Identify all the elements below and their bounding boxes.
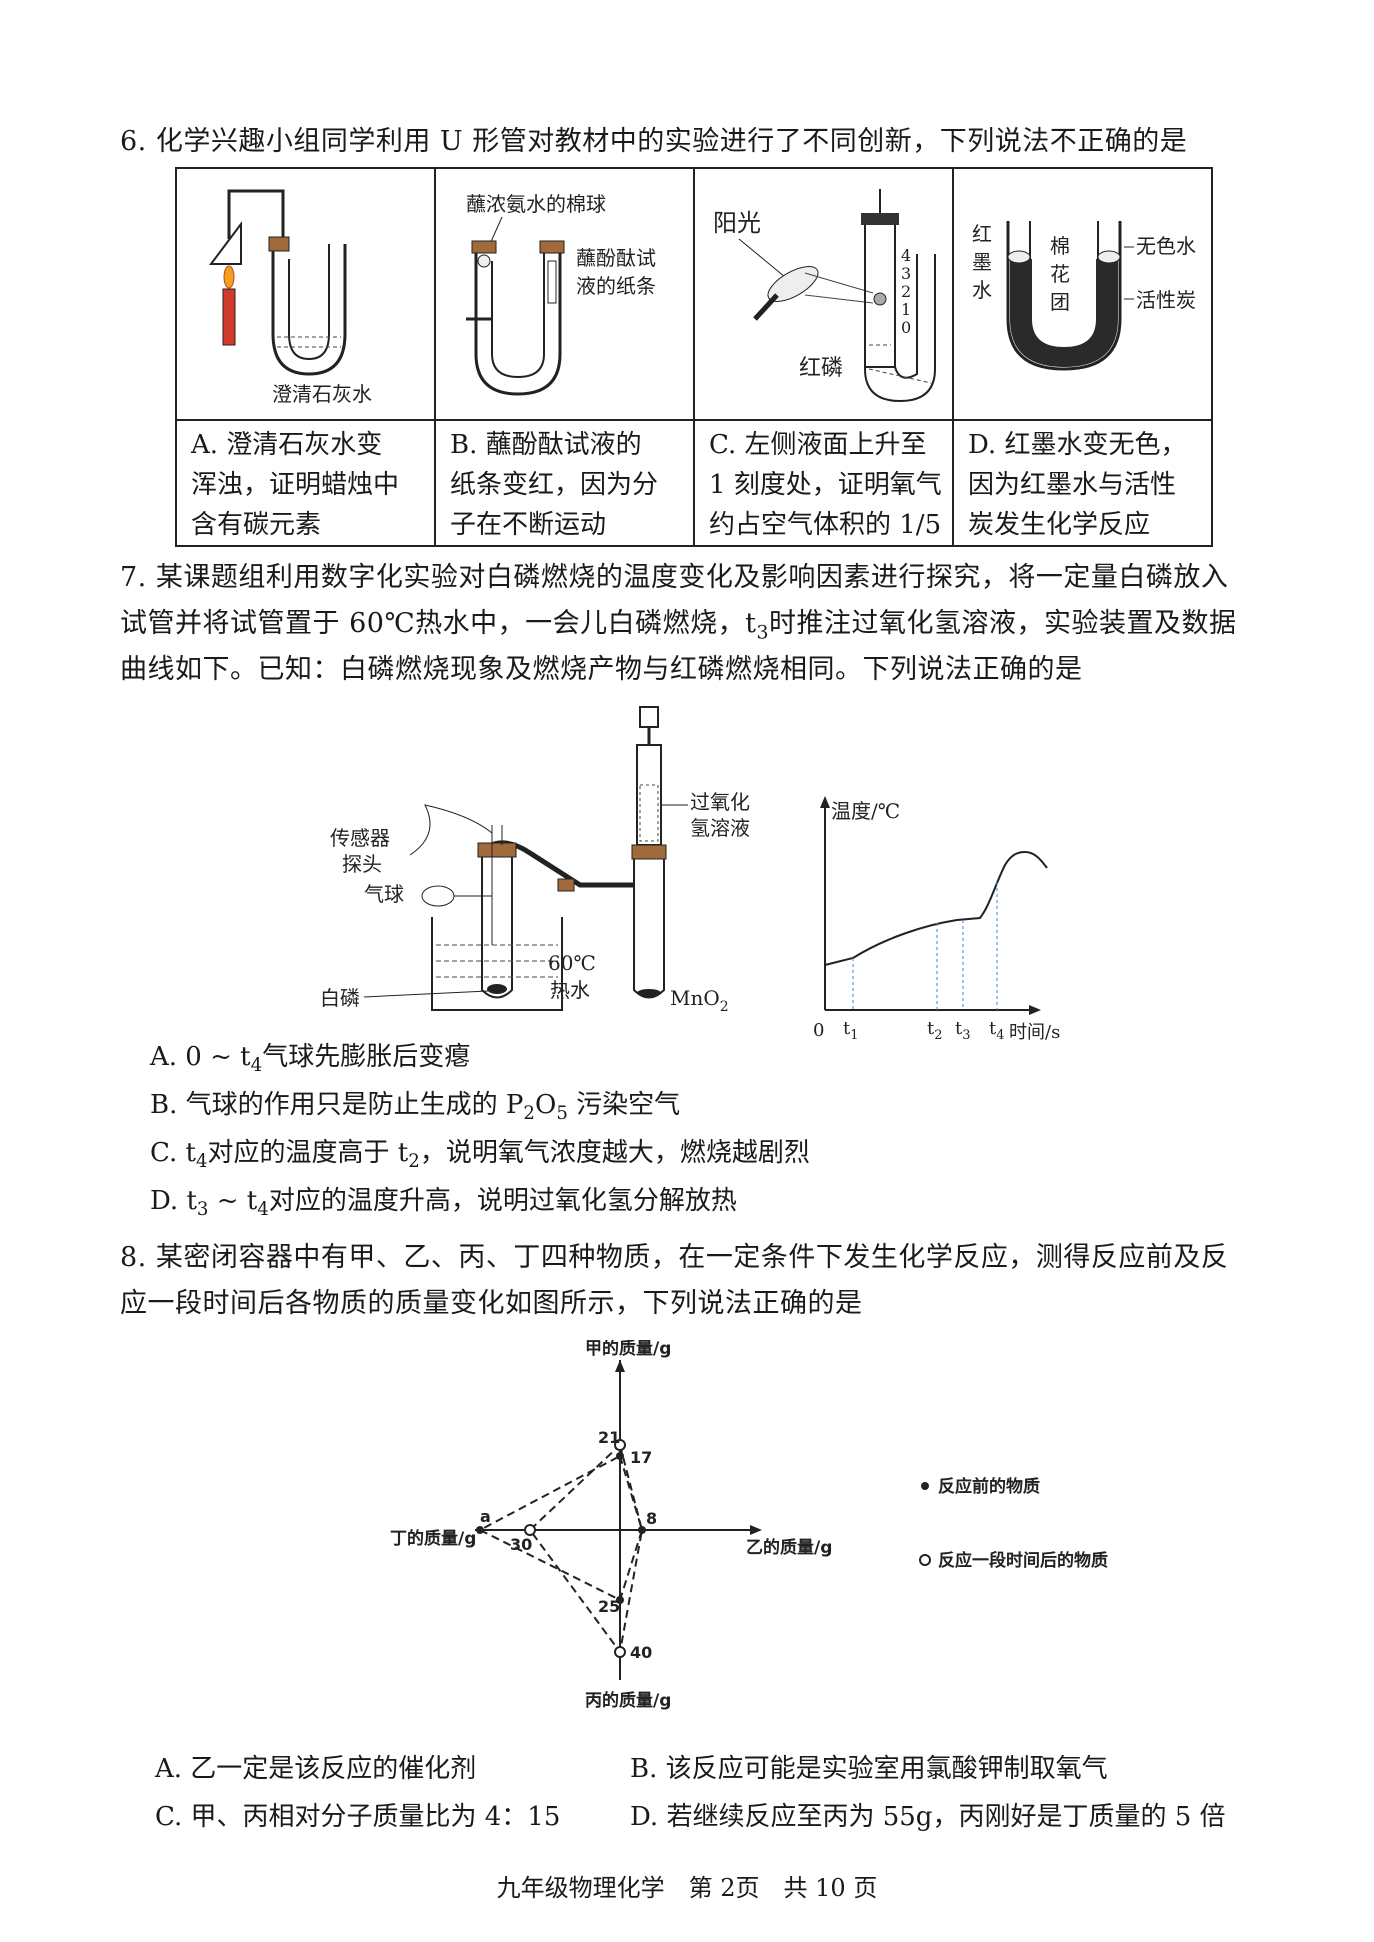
q7-graph-t3: t3 <box>955 1018 971 1040</box>
q7-mno2: MnO2 <box>670 986 729 1015</box>
q8-legend-before: 反应前的物质 <box>938 1476 1040 1497</box>
q8-val-30: 30 <box>510 1535 532 1554</box>
q6c-sun: 阳光 <box>713 209 761 237</box>
q6d-left2: 墨 <box>972 250 992 274</box>
q6c-mark-1: 1 <box>901 300 911 319</box>
q7-option-c: C. t4对应的温度高于 t2，说明氧气浓度越大，燃烧越剧烈 <box>150 1138 810 1173</box>
q8-axis-bottom: 丙的质量/g <box>585 1690 671 1710</box>
q6d-mid1: 棉 <box>1050 234 1070 258</box>
q7-h2o2-2: 氢溶液 <box>690 816 750 840</box>
q6c-mark-0: 0 <box>901 318 911 337</box>
q7-sensor2: 探头 <box>342 852 382 876</box>
q6-stem: 6. 化学兴趣小组同学利用 U 形管对教材中的实验进行了不同创新，下列说法不正确… <box>120 126 1188 157</box>
q6-image-d: 红 墨 水 棉 花 团 无色水 活性炭 <box>952 167 1213 421</box>
q8-val-17: 17 <box>630 1448 652 1467</box>
q6b-label1: 蘸浓氨水的棉球 <box>466 192 606 216</box>
q7-option-a: A. 0 ~ t4气球先膨胀后变瘪 <box>150 1042 471 1077</box>
q8-option-d: D. 若继续反应至丙为 55g，丙刚好是丁质量的 5 倍 <box>630 1802 1226 1832</box>
q6c-mark-2: 2 <box>901 282 911 301</box>
q6d-mid3: 团 <box>1050 290 1070 314</box>
q6b-label2a: 蘸酚酞试 <box>576 246 656 270</box>
q8-option-c: C. 甲、丙相对分子质量比为 4：15 <box>155 1802 561 1832</box>
q6a-label: 澄清石灰水 <box>272 382 372 406</box>
q6c-mark-3: 3 <box>901 264 911 283</box>
q6-table: 澄清石灰水 蘸浓氨水的棉球 蘸酚酞试 液的纸条 阳光 <box>175 167 1213 547</box>
q7-stem-line3: 曲线如下。已知：白磷燃烧现象及燃烧产物与红磷燃烧相同。下列说法正确的是 <box>120 654 1083 685</box>
page-footer: 九年级物理化学 第 2页 共 10 页 <box>496 1874 878 1902</box>
q8-mass-diagram: 甲的质量/g 乙的质量/g 丙的质量/g 丁的质量/g 21 17 8 a 30… <box>390 1340 1108 1710</box>
q6-option-d: D. 红墨水变无色，因为红墨水与活性炭发生化学反应 <box>952 419 1213 547</box>
q7-h2o2-1: 过氧化 <box>690 790 750 814</box>
q7-balloon: 气球 <box>364 882 404 906</box>
q6d-right2: 活性炭 <box>1136 288 1196 312</box>
q7-option-b: B. 气球的作用只是防止生成的 P2O5 污染空气 <box>150 1090 681 1125</box>
q6-image-c: 阳光 4 3 2 1 0 红磷 <box>693 167 954 421</box>
q8-axis-top: 甲的质量/g <box>585 1340 671 1359</box>
q7-graph-ylabel: 温度/℃ <box>831 799 900 823</box>
q8-val-25: 25 <box>598 1597 620 1616</box>
q6d-left3: 水 <box>972 278 992 302</box>
q7-graph-origin: 0 <box>813 1020 824 1040</box>
q7-graph-xlabel: 时间/s <box>1009 1022 1060 1040</box>
q7-graph-t4: t4 <box>989 1018 1005 1040</box>
q7-sensor1: 传感器 <box>330 826 390 850</box>
q7-stem-line2: 试管并将试管置于 60℃热水中，一会儿白磷燃烧，t3时推注过氧化氢溶液，实验装置… <box>120 608 1237 644</box>
q7-stem-line1: 7. 某课题组利用数字化实验对白磷燃烧的温度变化及影响因素进行探究，将一定量白磷… <box>120 562 1229 593</box>
q6d-mid2: 花 <box>1050 262 1070 286</box>
q6-image-b: 蘸浓氨水的棉球 蘸酚酞试 液的纸条 <box>434 167 695 421</box>
q7-water1: 60℃ <box>548 951 596 975</box>
q6c-mark-4: 4 <box>901 246 911 265</box>
q6b-label2b: 液的纸条 <box>576 274 656 298</box>
q8-axis-left: 丁的质量/g <box>390 1528 476 1549</box>
q8-val-40: 40 <box>630 1643 652 1662</box>
q8-stem-line1: 8. 某密闭容器中有甲、乙、丙、丁四种物质，在一定条件下发生化学反应，测得反应前… <box>120 1242 1229 1273</box>
q6c-phos: 红磷 <box>799 356 843 381</box>
q7-water2: 热水 <box>550 978 590 1002</box>
q6-option-b: B. 蘸酚酞试液的纸条变红，因为分子在不断运动 <box>434 419 695 547</box>
q8-option-a: A. 乙一定是该反应的催化剂 <box>155 1754 477 1784</box>
q6-option-a: A. 澄清石灰水变浑浊，证明蜡烛中含有碳元素 <box>175 419 436 547</box>
q7-option-d: D. t3 ~ t4对应的温度升高，说明过氧化氢分解放热 <box>150 1186 737 1221</box>
q8-val-21: 21 <box>598 1428 620 1447</box>
q7-graph-t1: t1 <box>843 1018 859 1040</box>
q6d-left1: 红 <box>972 222 992 246</box>
q6d-right1: 无色水 <box>1136 234 1196 258</box>
q7-temperature-graph: 温度/℃ 0 t1 t2 t3 t4 时间/s <box>813 796 1060 1040</box>
q8-axis-right: 乙的质量/g <box>746 1537 832 1558</box>
q8-option-b: B. 该反应可能是实验室用氯酸钾制取氧气 <box>630 1754 1108 1784</box>
q7-graph-t2: t2 <box>927 1018 943 1040</box>
q7-apparatus: 过氧化 氢溶液 MnO2 白磷 60℃ 热水 传感器 探头 气球 <box>320 706 750 1015</box>
q8-val-8: 8 <box>646 1509 657 1528</box>
q8-stem-line2: 应一段时间后各物质的质量变化如图所示，下列说法正确的是 <box>120 1288 863 1319</box>
q8-val-a: a <box>480 1507 491 1526</box>
q8-legend-after: 反应一段时间后的物质 <box>938 1550 1108 1571</box>
q6-image-a: 澄清石灰水 <box>175 167 436 421</box>
q7-phos: 白磷 <box>320 986 360 1010</box>
